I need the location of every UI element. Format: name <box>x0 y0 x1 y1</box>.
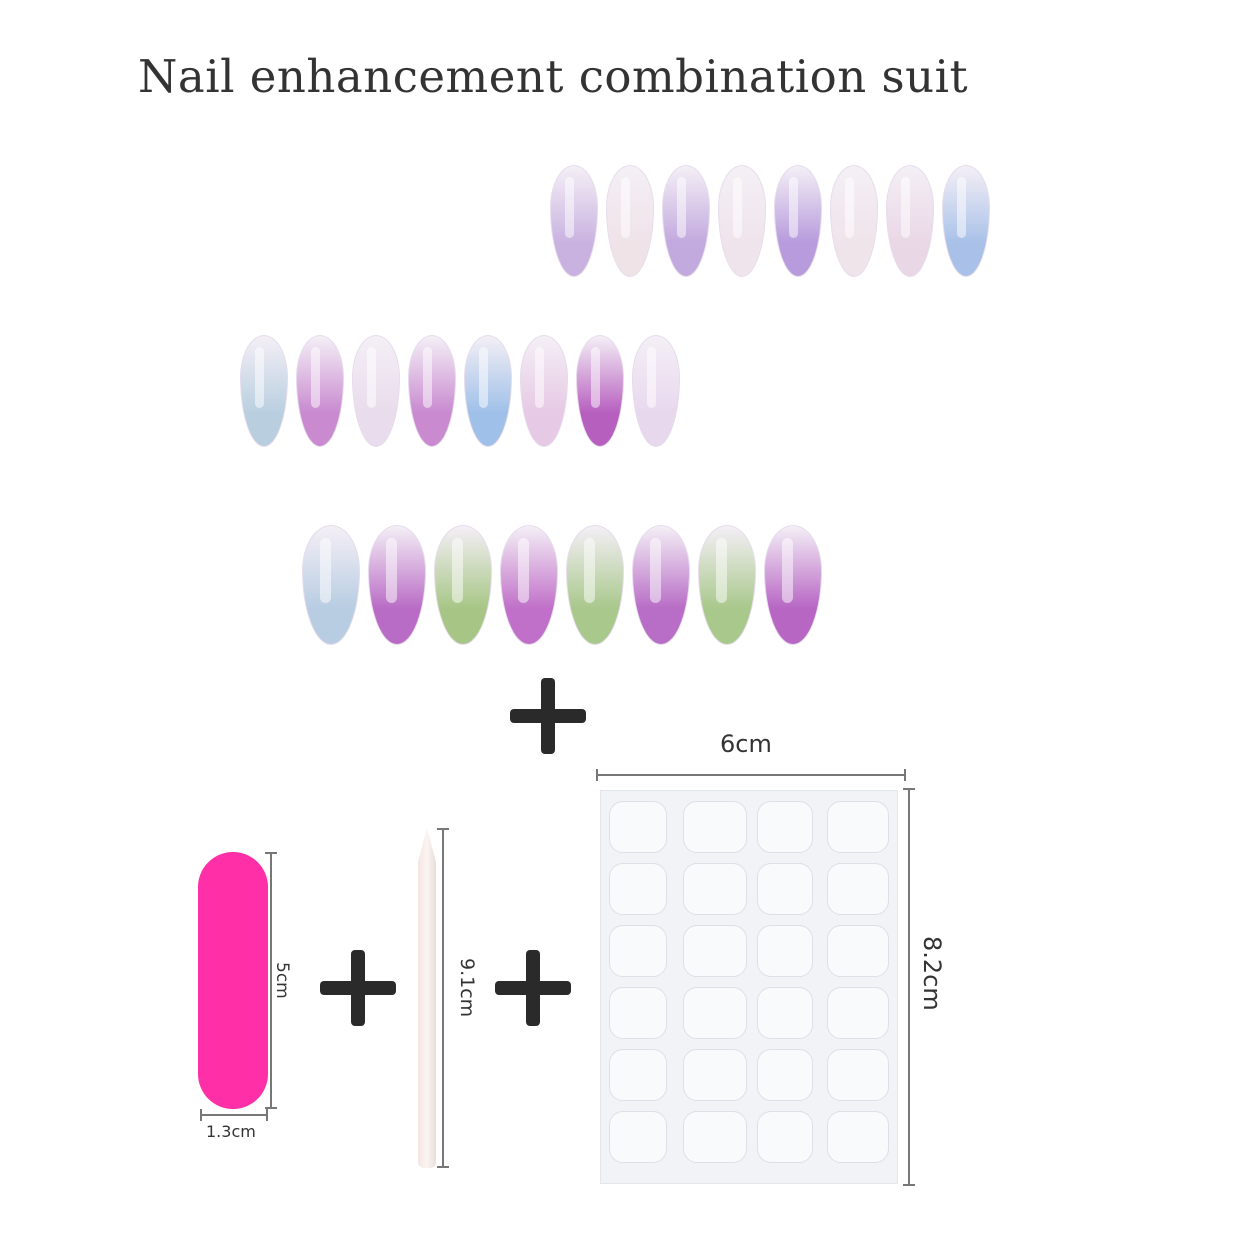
adhesive-tab <box>683 1111 747 1163</box>
press-on-nail <box>464 335 512 447</box>
press-on-nail <box>240 335 288 447</box>
adhesive-tab <box>683 987 747 1039</box>
page-title: Nail enhancement combination suit <box>138 50 969 103</box>
nail-row-3 <box>302 525 822 645</box>
plus-icon <box>495 950 571 1026</box>
press-on-nail <box>520 335 568 447</box>
adhesive-tab <box>827 863 889 915</box>
stick-length-dimension <box>437 828 449 1168</box>
press-on-nail <box>296 335 344 447</box>
adhesive-tab <box>683 925 747 977</box>
adhesive-tab <box>757 863 813 915</box>
stick-length-label: 9.1cm <box>456 958 478 1018</box>
adhesive-tab <box>683 801 747 853</box>
adhesive-tab <box>683 863 747 915</box>
press-on-nail <box>352 335 400 447</box>
nail-row-1 <box>550 165 990 277</box>
adhesive-tab <box>609 1111 667 1163</box>
press-on-nail <box>302 525 360 645</box>
cuticle-stick <box>418 828 436 1168</box>
adhesive-tab <box>827 925 889 977</box>
adhesive-tab <box>609 925 667 977</box>
press-on-nail <box>550 165 598 277</box>
file-width-label: 1.3cm <box>206 1122 256 1141</box>
adhesive-tab <box>609 987 667 1039</box>
nail-file <box>198 852 268 1109</box>
press-on-nail <box>606 165 654 277</box>
adhesive-tab <box>827 1111 889 1163</box>
adhesive-tab <box>609 863 667 915</box>
press-on-nail <box>408 335 456 447</box>
adhesive-tab <box>757 1111 813 1163</box>
adhesive-tab <box>757 987 813 1039</box>
adhesive-tab <box>609 801 667 853</box>
press-on-nail <box>368 525 426 645</box>
press-on-nail <box>632 525 690 645</box>
press-on-nail <box>434 525 492 645</box>
press-on-nail <box>774 165 822 277</box>
press-on-nail <box>698 525 756 645</box>
adhesive-tab <box>827 987 889 1039</box>
adhesive-tab <box>757 925 813 977</box>
press-on-nail <box>718 165 766 277</box>
press-on-nail <box>662 165 710 277</box>
press-on-nail <box>566 525 624 645</box>
adhesive-tab <box>757 801 813 853</box>
nail-row-2 <box>240 335 680 447</box>
adhesive-tab-sheet <box>600 790 898 1184</box>
plus-icon <box>320 950 396 1026</box>
plus-icon <box>510 678 586 754</box>
press-on-nail <box>500 525 558 645</box>
adhesive-tab <box>683 1049 747 1101</box>
file-height-label: 5cm <box>272 962 292 999</box>
sheet-height-label: 8.2cm <box>918 936 946 1011</box>
adhesive-tab <box>827 1049 889 1101</box>
press-on-nail <box>576 335 624 447</box>
sheet-width-label: 6cm <box>720 730 772 758</box>
press-on-nail <box>830 165 878 277</box>
file-height-dimension <box>265 852 277 1109</box>
sheet-width-dimension <box>596 769 906 781</box>
press-on-nail <box>886 165 934 277</box>
press-on-nail <box>632 335 680 447</box>
file-width-dimension <box>200 1109 268 1121</box>
adhesive-tab <box>757 1049 813 1101</box>
sheet-height-dimension <box>903 788 915 1186</box>
adhesive-tab <box>609 1049 667 1101</box>
press-on-nail <box>942 165 990 277</box>
press-on-nail <box>764 525 822 645</box>
adhesive-tab <box>827 801 889 853</box>
